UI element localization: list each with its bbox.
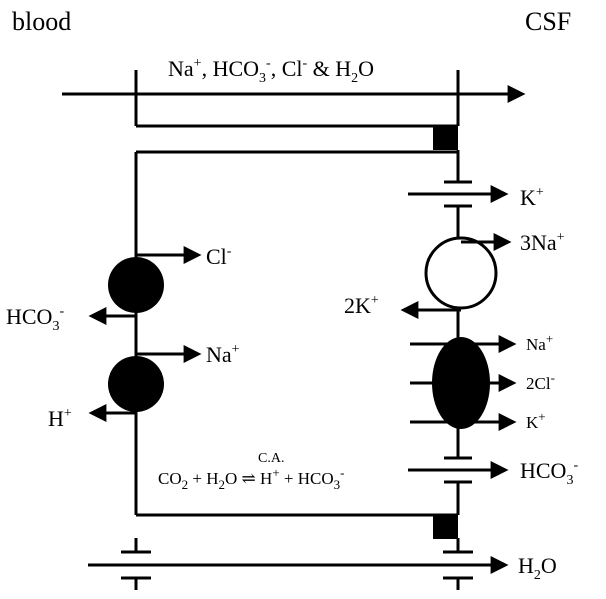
blood-label: blood: [12, 7, 71, 36]
cl-hco3-exchanger: [88, 246, 202, 325]
tight-junction-top: [433, 126, 458, 150]
hco3-basal-label: HCO3-: [6, 304, 64, 334]
nkcc-na-label: Na+: [526, 331, 553, 354]
h2o-label: H2O: [518, 553, 557, 583]
h-basal-label: H+: [48, 406, 72, 431]
k-channel-label: K+: [520, 185, 544, 210]
na-k-atpase: [400, 233, 512, 319]
na-h-exchanger: [88, 345, 202, 422]
cl-basal-label: Cl-: [206, 244, 232, 269]
k-channel: [408, 180, 509, 208]
na3-label: 3Na+: [520, 230, 565, 255]
na-basal-label: Na+: [206, 342, 240, 367]
top-flux-label: Na+, HCO3-, Cl- & H2O: [168, 56, 374, 86]
hco3-channel: [408, 456, 509, 484]
k2-label: 2K+: [344, 293, 379, 318]
hco3-channel-label: HCO3-: [520, 458, 578, 488]
water-flux: [88, 538, 509, 590]
csf-label: CSF: [525, 7, 571, 36]
ca-label: C.A.: [258, 451, 284, 466]
reaction-equation: CO2 + H2O ⇌ H+ + HCO3-: [158, 465, 344, 492]
nkcc-k-label: K+: [526, 409, 546, 432]
nkcc-cotransporter: [410, 335, 517, 431]
paracellular-flux-top: Na+, HCO3-, Cl- & H2O: [62, 56, 526, 128]
nkcc-cl-label: 2Cl-: [526, 370, 555, 393]
epithelial-cell: [134, 150, 460, 517]
tight-junction-bottom: [433, 515, 458, 539]
